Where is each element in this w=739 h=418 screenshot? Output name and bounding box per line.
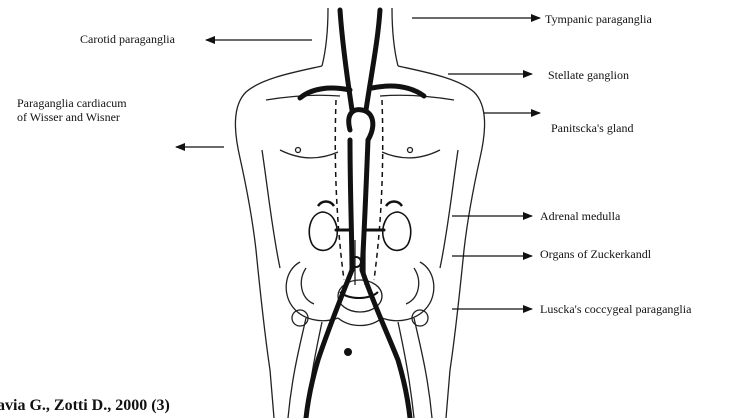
label-stellate-ganglion: Stellate ganglion bbox=[548, 68, 629, 82]
label-paraganglia-cardiacum: Paraganglia cardiacum of Wisser and Wisn… bbox=[17, 96, 187, 124]
label-adrenal-medulla: Adrenal medulla bbox=[540, 209, 620, 223]
label-panitscka-gland: Panitscka's gland bbox=[551, 121, 633, 135]
label-paraganglia-cardiacum-line1: Paraganglia cardiacum bbox=[17, 96, 187, 110]
kidneys bbox=[309, 202, 411, 251]
figure-caption: avia G., Zotti D., 2000 (3) bbox=[0, 397, 170, 415]
label-tympanic-paraganglia: Tympanic paraganglia bbox=[545, 12, 652, 26]
label-carotid-paraganglia: Carotid paraganglia bbox=[80, 32, 175, 46]
arrows bbox=[176, 18, 540, 309]
body-outline bbox=[235, 8, 484, 418]
sympathetic-chain bbox=[335, 100, 382, 280]
label-luscka-coccygeal-paraganglia: Luscka's coccygeal paraganglia bbox=[540, 302, 691, 316]
zuckerkandl-region bbox=[340, 257, 378, 355]
label-organs-of-zuckerkandl: Organs of Zuckerkandl bbox=[540, 247, 651, 261]
label-paraganglia-cardiacum-line2: of Wisser and Wisner bbox=[17, 110, 187, 124]
